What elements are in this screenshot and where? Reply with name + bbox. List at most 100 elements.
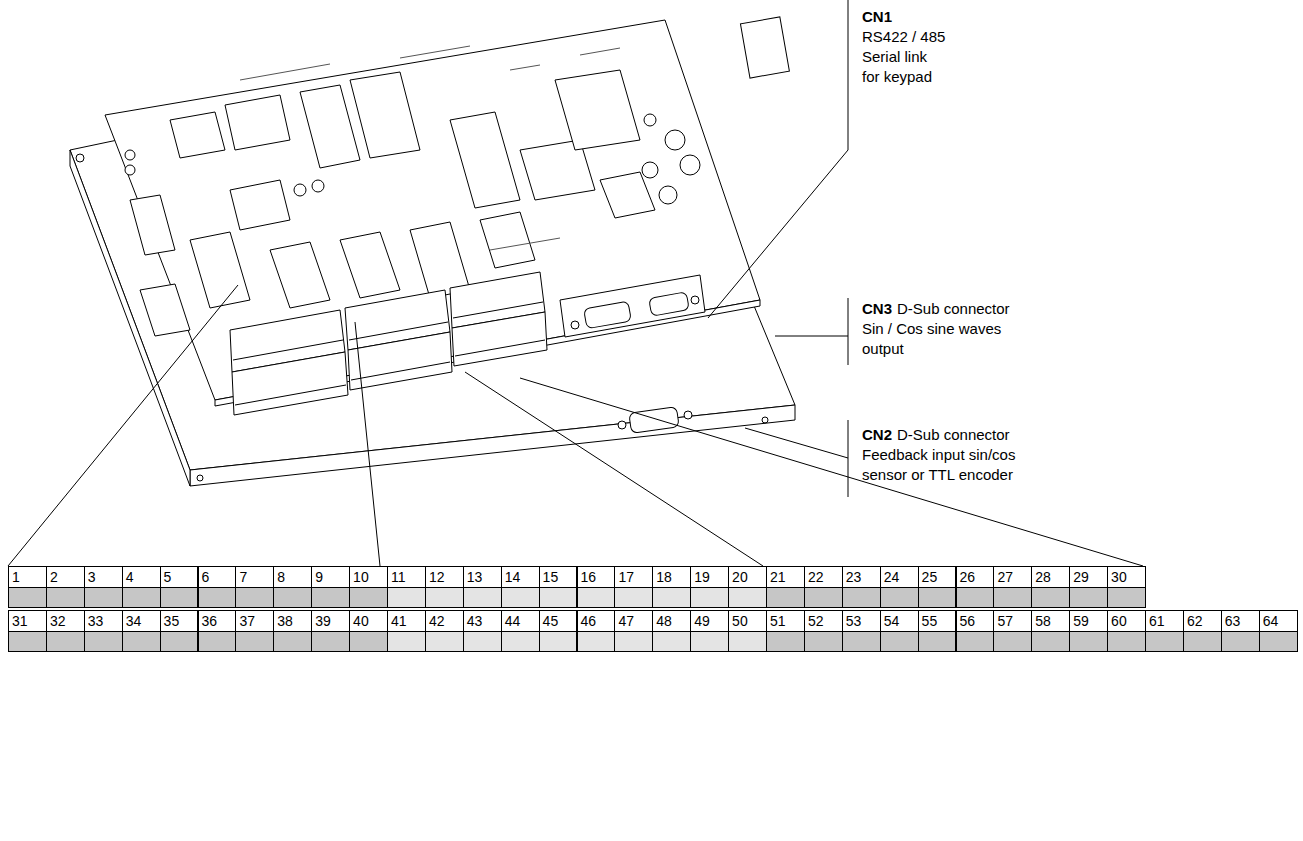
terminal-cell (1069, 631, 1108, 652)
terminal-number: 48 (652, 610, 691, 632)
circuit-board (105, 20, 760, 400)
terminal-cell (235, 587, 274, 608)
terminal-number: 51 (766, 610, 805, 632)
terminal-number: 1 (8, 566, 47, 588)
terminal-number: 7 (235, 566, 274, 588)
terminal-number: 19 (690, 566, 729, 588)
terminal-cell (577, 631, 616, 652)
callout-text: output (862, 340, 904, 358)
terminal-number: 10 (349, 566, 388, 588)
mount-hole (76, 154, 84, 162)
terminal-cell (918, 587, 957, 608)
terminal-cell (501, 631, 540, 652)
callout-text: for keypad (862, 68, 932, 86)
terminal-cell (993, 631, 1032, 652)
terminal-cell (463, 631, 502, 652)
terminal-cell (728, 631, 767, 652)
terminal-number: 47 (614, 610, 653, 632)
terminal-cell (387, 587, 426, 608)
terminal-cell (46, 631, 85, 652)
terminal-number: 45 (539, 610, 578, 632)
terminal-number: 58 (1031, 610, 1070, 632)
terminal-cell (349, 631, 388, 652)
mount-hole (762, 417, 768, 423)
terminal-cell (311, 631, 350, 652)
terminal-cell (842, 587, 881, 608)
terminal-number: 16 (577, 566, 616, 588)
terminal-cell (425, 631, 464, 652)
terminal-number: 54 (880, 610, 919, 632)
terminal-cell (880, 631, 919, 652)
terminal-slots (233, 302, 545, 405)
terminal-cell (46, 587, 85, 608)
terminal-cell (84, 587, 123, 608)
terminal-number: 53 (842, 610, 881, 632)
terminal-number: 13 (463, 566, 502, 588)
terminal-cell (273, 587, 312, 608)
terminal-number: 29 (1069, 566, 1108, 588)
leader-lines (8, 0, 1143, 566)
terminal-number: 56 (956, 610, 995, 632)
terminal-number: 59 (1069, 610, 1108, 632)
terminal-number: 34 (122, 610, 161, 632)
dsub-connectors (560, 17, 789, 433)
terminal-cell (728, 587, 767, 608)
terminal-cell (122, 631, 161, 652)
terminal-number: 40 (349, 610, 388, 632)
terminal-cell (198, 631, 237, 652)
terminal-cell (690, 587, 729, 608)
callout-text: RS422 / 485 (862, 28, 945, 46)
terminal-number: 27 (993, 566, 1032, 588)
terminal-number: 22 (804, 566, 843, 588)
terminal-cell (956, 587, 995, 608)
terminal-number: 12 (425, 566, 464, 588)
terminal-number: 37 (235, 610, 274, 632)
terminal-cell (1259, 631, 1298, 652)
chips (130, 70, 655, 336)
terminal-cell (349, 587, 388, 608)
connector-name: CN2 (862, 426, 892, 444)
connector-name: CN3 (862, 300, 892, 318)
terminal-cell (652, 631, 691, 652)
terminal-cell (539, 631, 578, 652)
terminal-number: 28 (1031, 566, 1070, 588)
terminal-cell (311, 587, 350, 608)
terminal-number: 64 (1259, 610, 1298, 632)
connector-name: CN1 (862, 8, 892, 26)
terminal-cell (8, 587, 47, 608)
terminal-cell (842, 631, 881, 652)
terminal-number: 23 (842, 566, 881, 588)
capacitors (125, 114, 700, 204)
terminal-cell (273, 631, 312, 652)
terminal-cell (8, 631, 47, 652)
terminal-number: 62 (1183, 610, 1222, 632)
terminal-number: 9 (311, 566, 350, 588)
pin-rows (240, 46, 620, 250)
terminal-number: 15 (539, 566, 578, 588)
terminal-cell (880, 587, 919, 608)
terminal-cell (1183, 631, 1222, 652)
terminal-number: 36 (198, 610, 237, 632)
terminal-number: 61 (1145, 610, 1184, 632)
terminal-number: 39 (311, 610, 350, 632)
callout-text: Serial link (862, 48, 927, 66)
terminal-number: 3 (84, 566, 123, 588)
terminal-cell (501, 587, 540, 608)
terminal-number: 24 (880, 566, 919, 588)
terminal-cell (804, 587, 843, 608)
terminal-number: 4 (122, 566, 161, 588)
terminal-number: 55 (918, 610, 957, 632)
terminal-cell (1107, 587, 1146, 608)
terminal-cell (766, 631, 805, 652)
terminal-cell (1145, 631, 1184, 652)
terminal-cell (577, 587, 616, 608)
terminal-cell (463, 587, 502, 608)
terminal-number: 8 (273, 566, 312, 588)
terminal-cell (387, 631, 426, 652)
terminal-number: 21 (766, 566, 805, 588)
callout-text: Feedback input sin/cos (862, 446, 1015, 464)
terminal-cell (804, 631, 843, 652)
terminal-number: 17 (614, 566, 653, 588)
terminal-number: 5 (160, 566, 199, 588)
callout-text: D-Sub connector (897, 300, 1010, 318)
